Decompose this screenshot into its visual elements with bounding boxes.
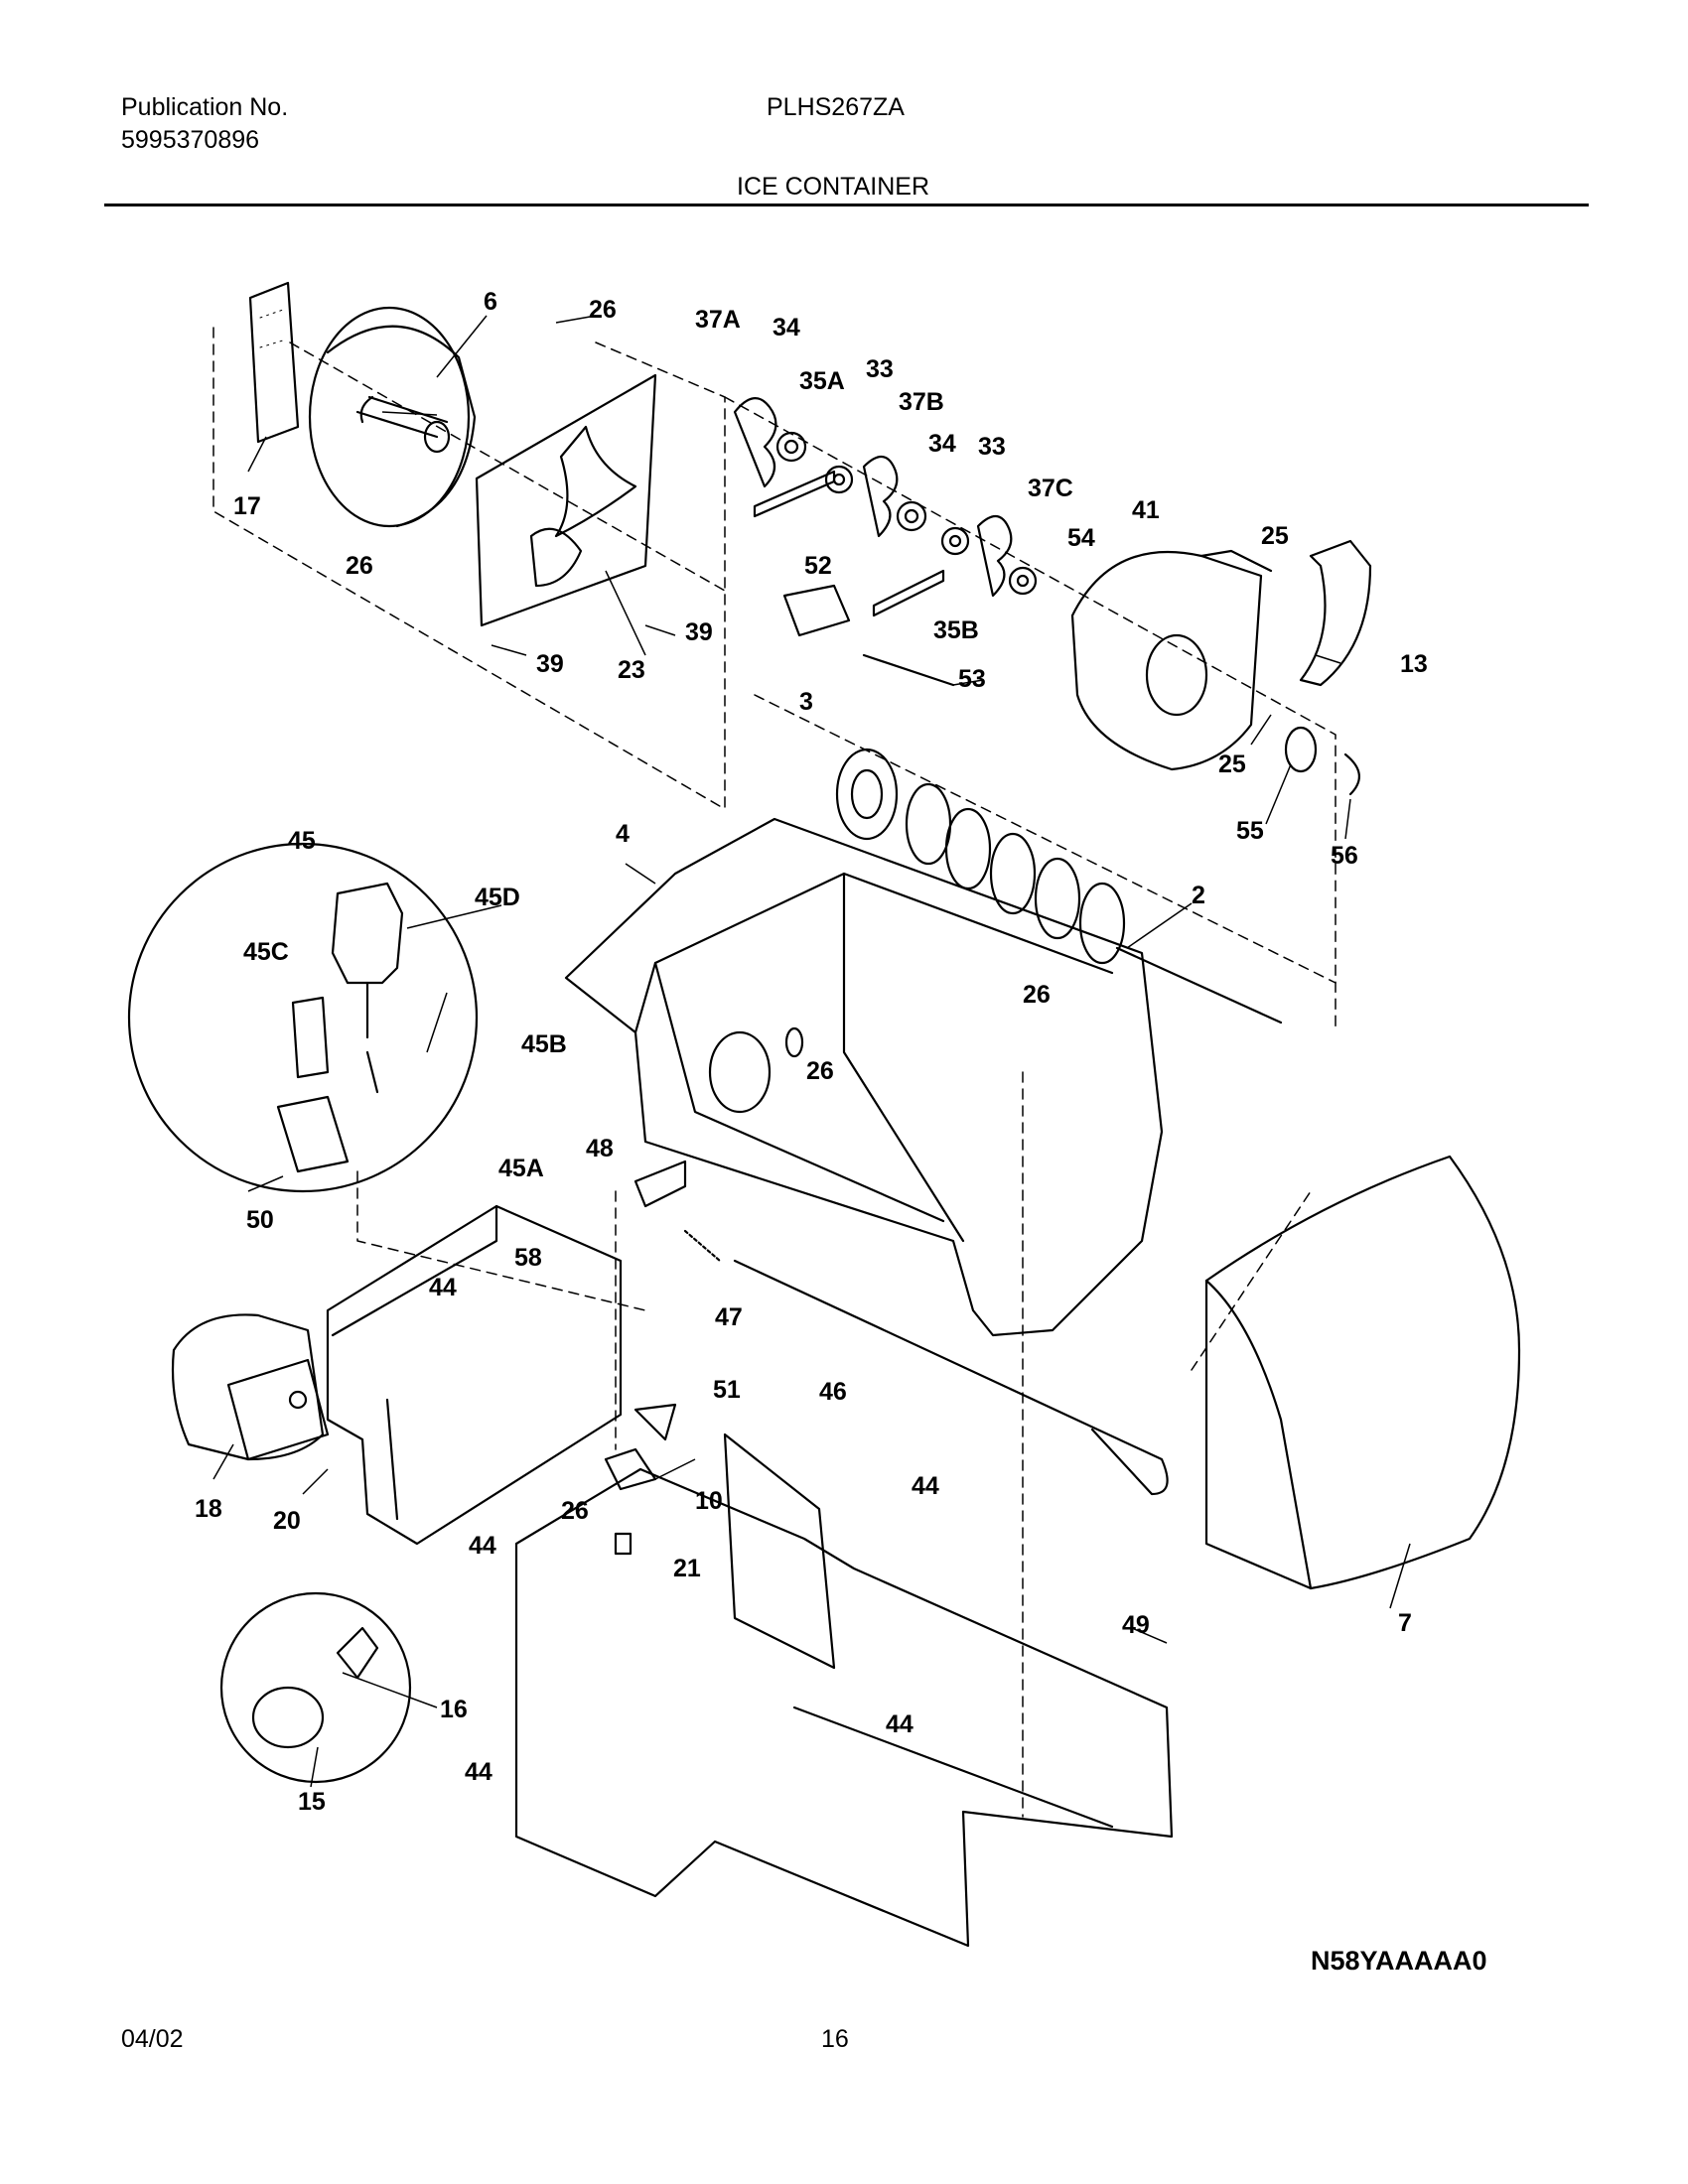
callout-49: 49 [1122,1611,1150,1639]
callout-39-b: 39 [536,650,564,678]
callout-18: 18 [195,1495,222,1523]
part-51-plug [633,1403,677,1441]
callout-45a: 45A [498,1155,544,1182]
part-47-spring [683,1229,722,1263]
part-45-detail-circle [127,842,479,1193]
part-49-shroud [514,1433,1174,1948]
model-number: PLHS267ZA [767,93,905,121]
callout-20: 20 [273,1507,301,1535]
callout-53: 53 [958,665,986,693]
footer-date: 04/02 [121,2025,184,2053]
callout-37a: 37A [695,306,741,334]
leader-lines [212,315,1411,1788]
callout-34: 34 [773,314,800,341]
callout-4: 4 [616,820,630,848]
callout-7: 7 [1398,1609,1412,1637]
callout-44: 44 [429,1274,457,1301]
callout-34-b: 34 [928,430,956,458]
callout-25-b: 25 [1218,751,1246,778]
callout-6: 6 [484,288,497,316]
part-13-chute [1299,539,1372,687]
callout-37b: 37B [899,388,944,416]
callout-3: 3 [799,688,813,716]
callout-26-b: 26 [346,552,373,580]
part-23-plate [475,373,657,627]
callout-45: 45 [288,827,316,855]
callout-15: 15 [298,1788,326,1816]
callout-26-e: 26 [561,1497,589,1525]
callout-13: 13 [1400,650,1428,678]
callout-17: 17 [233,492,261,520]
callout-labels: 6 26 37A 34 35A 33 37B 34 33 37C 54 41 2… [195,288,1428,1816]
callout-26-c: 26 [1023,981,1051,1009]
callout-45b: 45B [521,1030,567,1058]
part-4-container [564,817,1164,1337]
callout-39: 39 [685,618,713,646]
part-7-cover [1204,1155,1521,1590]
callout-54: 54 [1067,524,1095,552]
callout-33-b: 33 [978,433,1006,461]
callout-46: 46 [819,1378,847,1406]
part-3-bearing [835,748,899,841]
part-17-filter [248,281,300,444]
assembly-guide-lines [212,327,1336,1818]
part-55-washer [1284,726,1318,773]
callout-52: 52 [804,552,832,580]
part-48-bracket [633,1160,687,1208]
callout-45d: 45D [475,884,520,911]
callout-23: 23 [618,656,645,684]
callout-47: 47 [715,1303,743,1331]
callout-26-d: 26 [806,1057,834,1085]
callout-44-e: 44 [465,1758,492,1786]
part-52-solenoid [782,584,955,687]
callout-16: 16 [440,1696,468,1723]
header-rule [104,204,1589,206]
callout-55: 55 [1236,817,1264,845]
part-46-rod [733,1259,1169,1496]
callout-50: 50 [246,1206,274,1234]
callout-44-c: 44 [469,1532,496,1560]
callout-51: 51 [713,1376,741,1404]
callout-33: 33 [866,355,894,383]
part-56-clip [1343,752,1360,796]
part-15-16-bulb-circle [219,1591,412,1784]
drawing-code: N58YAAAAA0 [1311,1946,1487,1976]
callout-45c: 45C [243,938,289,966]
part-crank-assembly [733,397,1038,617]
part-41-housing [1070,549,1273,771]
callout-58: 58 [514,1244,542,1272]
callout-56: 56 [1331,842,1358,870]
callout-21: 21 [673,1555,701,1582]
section-title: ICE CONTAINER [737,173,929,201]
callout-35a: 35A [799,367,845,395]
part-10-switch [604,1447,657,1491]
callout-44-b: 44 [912,1472,939,1500]
part-18-motor [171,1313,330,1461]
callout-10: 10 [695,1487,723,1515]
callout-41: 41 [1132,496,1160,524]
callout-44-d: 44 [886,1710,914,1738]
part-21-clip [614,1532,633,1556]
part-20-bracket [326,1204,623,1546]
callout-37c: 37C [1028,475,1073,502]
publication-label: Publication No. [121,93,289,121]
callout-2: 2 [1192,882,1205,909]
callout-48: 48 [586,1135,614,1162]
part-6-wheel [308,306,477,528]
callout-35b: 35B [933,616,979,644]
part-2-auger [905,782,1283,1024]
publication-number: 5995370896 [121,126,260,154]
callout-25: 25 [1261,522,1289,550]
callout-26: 26 [589,296,617,324]
footer-page-number: 16 [821,2025,849,2053]
